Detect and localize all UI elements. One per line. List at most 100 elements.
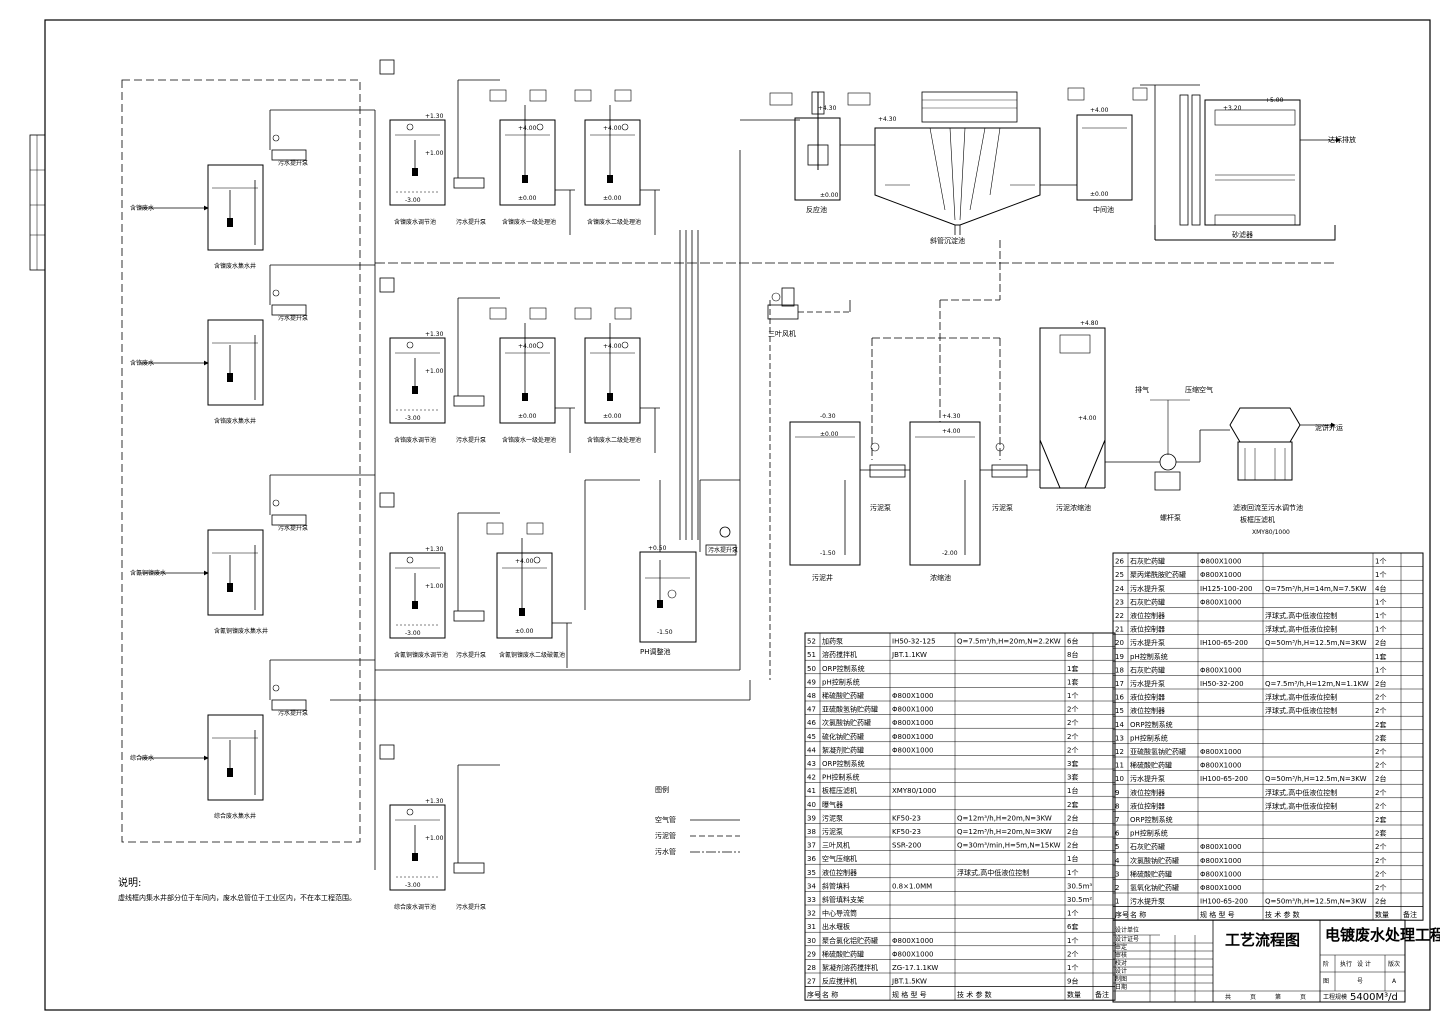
table-cell: 2台 [1375, 897, 1386, 906]
table-cell: 38 [807, 828, 816, 836]
press-model: XMY80/1000 [1252, 529, 1290, 536]
table-cell: 25 [1115, 571, 1124, 579]
pump-label: 污水提升泵 [278, 524, 308, 532]
scale-label: 工程规模 [1323, 993, 1347, 1001]
role-label: 设计单位 [1115, 926, 1139, 934]
table-cell: 次氯酸钠贮药罐 [822, 718, 871, 727]
table-cell: Φ800X1000 [892, 950, 933, 958]
table-cell: 41 [807, 787, 816, 795]
table-cell: 51 [807, 651, 816, 659]
elevation-label: +4.30 [942, 413, 961, 420]
table-cell: 4台 [1375, 584, 1386, 593]
table-cell: 2套 [1375, 720, 1386, 729]
reaction-tank-label: 含铬废水一级处理池 [502, 436, 556, 444]
elevation-label: +1.00 [425, 368, 444, 375]
table-cell: 40 [807, 801, 816, 809]
table-header-cell: 技 术 参 数 [957, 990, 992, 999]
table-cell: 17 [1115, 680, 1124, 688]
table-cell: 污水提升泵 [1130, 679, 1165, 688]
table-cell: 聚合氯化铝贮药罐 [822, 936, 878, 945]
sludge-well-label: 污泥井 [812, 573, 833, 582]
table-cell: JBT.1.5KW [891, 978, 927, 986]
trunk-lines [330, 110, 1335, 870]
legend-water: 污水管 [655, 847, 676, 856]
table-cell: 稀硫酸贮药罐 [1130, 761, 1172, 770]
role-label: 制图 [1115, 975, 1127, 983]
role-label: 日期 [1115, 983, 1127, 991]
stage-item: 版次 [1388, 960, 1400, 968]
table-cell: 28 [807, 964, 816, 972]
table-cell: 5 [1115, 843, 1119, 851]
table-cell: 39 [807, 814, 816, 822]
table-cell: pH控制系统 [1130, 733, 1168, 742]
table-cell: 2个 [1375, 707, 1386, 715]
reaction-tank-label: 含氰铜镍废水二级破氰池 [499, 651, 565, 659]
pump-label: 污水提升泵 [278, 159, 308, 167]
table-cell: 2个 [1067, 706, 1078, 714]
discharge-label: 达标排放 [1328, 135, 1356, 144]
table-cell: 36 [807, 855, 816, 863]
table-cell: 稀硫酸贮药罐 [822, 949, 864, 958]
table-cell: 23 [1115, 598, 1124, 606]
table-cell: 1个 [1067, 910, 1078, 918]
table-header-cell: 序号 [807, 990, 821, 999]
table-cell: 浮球式,高中低液位控制 [1265, 706, 1337, 715]
elevation-label: ±0.00 [518, 195, 537, 202]
table-cell: 2个 [1375, 843, 1386, 851]
elevation-label: +1.30 [425, 331, 444, 338]
sand-filter: +5.00 +3.20 砂滤器 达标排放 [1140, 84, 1356, 241]
table-cell: pH控制系统 [1130, 829, 1168, 838]
table-cell: 21 [1115, 626, 1124, 634]
table-cell: 次氯酸钠贮药罐 [1130, 856, 1179, 865]
table-cell: 6 [1115, 830, 1120, 838]
elevation-label: -1.50 [820, 550, 836, 557]
table-cell: Φ800X1000 [1200, 843, 1241, 851]
table-cell: 2台 [1067, 813, 1078, 822]
elevation-label: -0.30 [820, 413, 836, 420]
table-cell: 亚硫酸氢钠贮药罐 [822, 705, 878, 714]
table-cell: 浮球式,高中低液位控制 [1265, 801, 1337, 810]
table-cell: 30.5m³ [1067, 882, 1092, 890]
table-cell: 聚丙烯酰胺贮药罐 [1130, 570, 1186, 579]
screw-pump-label: 螺杆泵 [1160, 513, 1181, 522]
table-cell: 絮凝剂溶药搅拌机 [822, 963, 878, 972]
table-cell: 1套 [1375, 652, 1386, 661]
table-cell: 30 [807, 937, 816, 945]
table-cell: 1个 [1067, 937, 1078, 945]
table-cell: 絮凝剂贮药罐 [822, 745, 864, 754]
elevation-label: -3.00 [405, 630, 421, 637]
table-cell: 8 [1115, 802, 1119, 810]
table-cell: 2个 [1375, 694, 1386, 702]
table-header-cell: 数量 [1067, 990, 1081, 999]
table-cell: Q=12m³/h,H=20m,N=3KW [957, 828, 1052, 836]
table-cell: 污水提升泵 [1130, 897, 1165, 906]
table-cell: 石灰贮药罐 [1130, 597, 1165, 606]
sludge-pump-label: 污泥泵 [992, 504, 1013, 512]
table-header-cell: 名 称 [822, 990, 838, 999]
elevation-label: +1.30 [425, 113, 444, 120]
reaction-tank-label: 含镍废水一级处理池 [502, 218, 556, 226]
table-cell: 13 [1115, 734, 1124, 742]
table-cell: 1套 [1067, 677, 1078, 686]
pump-label: 污水提升泵 [456, 218, 486, 226]
table-cell: 50 [807, 665, 816, 673]
inlet-label: 含铬废水 [130, 359, 154, 367]
elevation-label: +1.00 [425, 583, 444, 590]
elevation-label: +4.00 [1078, 415, 1097, 422]
table-cell: 稀硫酸贮药罐 [1130, 869, 1172, 878]
table-cell: 出水堰板 [822, 922, 850, 931]
elevation-label: ±0.00 [820, 192, 839, 199]
regulating-tank-label: 含氰铜镍废水调节池 [394, 651, 448, 659]
table-cell: 中心导流筒 [822, 909, 857, 918]
elevation-label: +4.80 [1080, 320, 1099, 327]
inlet-label: 含镍废水 [130, 204, 154, 212]
table-cell: 1个 [1375, 571, 1386, 579]
table-cell: Φ800X1000 [892, 692, 933, 700]
ph-adjust-tank: +0.50 -1.50 PH调整池 污水提升泵 [584, 479, 740, 656]
table-cell: 硫化钠贮药罐 [822, 732, 864, 741]
reaction-tank-label: 含铬废水二级处理池 [587, 436, 641, 444]
